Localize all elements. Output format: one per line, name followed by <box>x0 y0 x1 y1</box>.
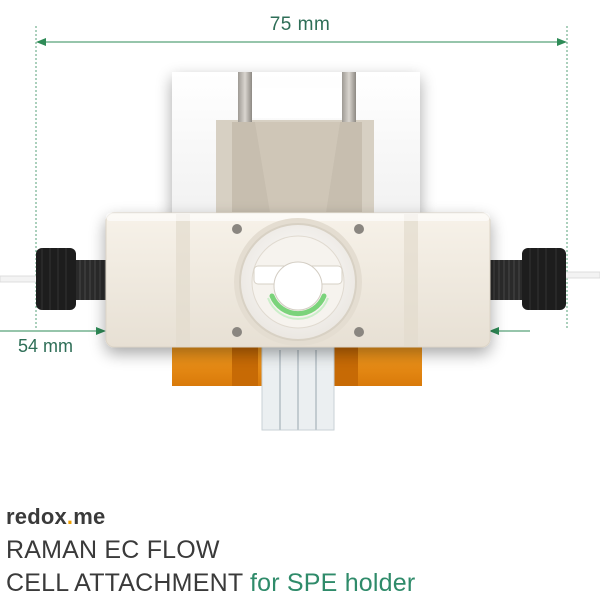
electrode-green <box>269 293 327 317</box>
mounting-hole <box>354 327 364 337</box>
product-title-accent: for SPE holder <box>250 569 416 597</box>
spe-electrode-strip <box>261 345 335 431</box>
mounting-hole <box>232 327 242 337</box>
width-dimension-label: 75 mm <box>269 14 331 35</box>
brand-name-part1: redox <box>6 504 67 529</box>
height-dimension-label: 54 mm <box>18 336 74 356</box>
mounting-hole <box>354 224 364 234</box>
tubing-right <box>564 271 600 279</box>
body-groove-left <box>176 214 190 346</box>
brand-name-part2: me <box>73 504 106 529</box>
height-dimension-arrows <box>0 327 530 335</box>
mounting-hole <box>232 224 242 234</box>
brand-dot: . <box>66 504 74 529</box>
holder-slot <box>216 72 374 216</box>
screw-right <box>490 248 566 310</box>
brand-logo: redox.me <box>6 504 105 530</box>
product-title-line2: CELL ATTACHMENT for SPE holder <box>6 569 415 598</box>
optical-window <box>234 218 362 346</box>
width-dimension-line <box>36 38 567 46</box>
screw-left <box>36 248 108 310</box>
tubing-left <box>0 275 41 283</box>
body-highlight <box>106 213 490 221</box>
body-groove-right <box>404 214 418 346</box>
product-title-main: CELL ATTACHMENT <box>6 569 243 597</box>
product-title-line1: RAMAN EC FLOW <box>6 536 220 564</box>
